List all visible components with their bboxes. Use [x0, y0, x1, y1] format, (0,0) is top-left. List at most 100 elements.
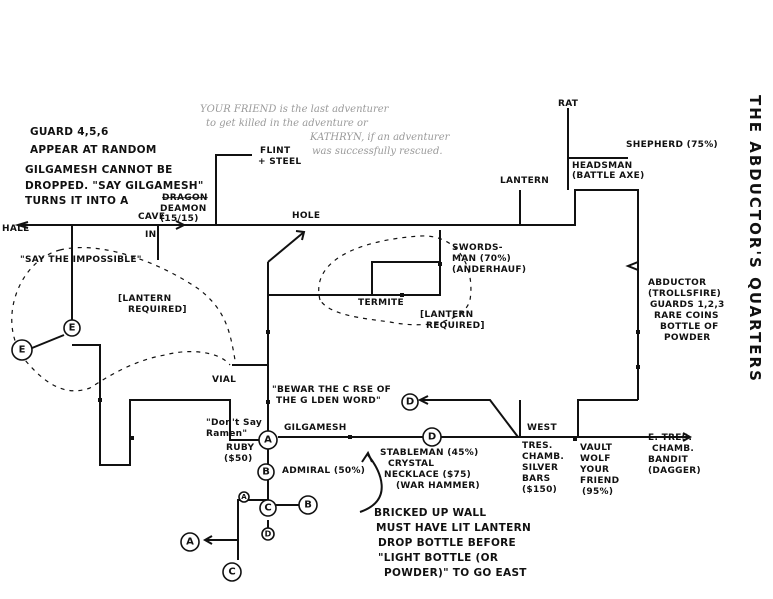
label-swordsman: SWORDS-: [452, 243, 503, 253]
label-swordsman: (ANDERHAUF): [452, 265, 526, 275]
label-cave: IN: [145, 230, 156, 240]
pencil-note-line: YOUR FRIEND is the last adventurer: [200, 104, 390, 115]
bricked-wall-line: POWDER)" TO GO EAST: [384, 567, 527, 579]
guards-note: GUARD 4,5,6 APPEAR AT RANDOM: [30, 126, 157, 156]
label-ruby: RUBY: [226, 443, 255, 453]
label-vial: VIAL: [212, 375, 236, 385]
node-c-low[interactable]: C: [222, 562, 242, 582]
node-a-left[interactable]: A: [180, 532, 200, 552]
bricked-wall-line: "LIGHT BOTTLE (OR: [378, 552, 498, 564]
label-vault: VAULT: [580, 443, 613, 453]
label-beware: THE G LDEN WORD": [276, 396, 381, 406]
label-headsman: (BATTLE AXE): [572, 171, 645, 181]
label-e-tres-chamb: E. TRES.: [648, 433, 692, 443]
label-abductor: ABDUCTOR: [648, 278, 706, 288]
label-headsman: HEADSMAN: [572, 161, 632, 171]
label-lantern-required: [LANTERN: [118, 294, 172, 304]
label-e-tres-chamb: CHAMB.: [652, 444, 694, 454]
guards-note-line: APPEAR AT RANDOM: [30, 144, 157, 156]
pencil-note-line: KATHRYN, if an adventurer: [309, 132, 451, 143]
node-d-low[interactable]: D: [261, 527, 275, 541]
label-dont-say: "Don't Say: [206, 418, 262, 428]
dashed-boundaries: [11, 235, 472, 392]
label-stableman: STABLEMAN (45%): [380, 448, 479, 458]
label-stableman: (WAR HAMMER): [396, 481, 480, 491]
label-abductor: BOTTLE OF: [660, 322, 719, 332]
label-dont-say: Ramen": [206, 429, 247, 439]
node-b-main[interactable]: B: [257, 463, 275, 481]
label-vault: FRIEND: [580, 476, 619, 486]
label-shepherd: SHEPHERD (75%): [626, 140, 718, 150]
label-abductor: (TROLLSFIRE): [648, 289, 721, 299]
gilgamesh-note-line: DROPPED. "SAY GILGAMESH": [25, 180, 204, 192]
node-b-right[interactable]: B: [298, 495, 318, 515]
bricked-wall-line: BRICKED UP WALL: [374, 507, 486, 519]
guards-note-line: GUARD 4,5,6: [30, 126, 109, 138]
pencil-note-line: to get killed in the adventure or: [206, 118, 369, 129]
label-lantern: LANTERN: [500, 176, 549, 186]
struck-word: DRAGON: [162, 193, 208, 203]
gilgamesh-note-line: DEAMON: [160, 204, 207, 214]
node-letter: C: [264, 503, 271, 514]
node-a-main[interactable]: A: [258, 430, 278, 450]
label-tres-chamb-west: TRES.: [522, 441, 553, 451]
label-tres-chamb-west: BARS: [522, 474, 550, 484]
gilgamesh-note-line: (15/15): [160, 214, 199, 224]
node-e-left[interactable]: E: [11, 339, 33, 361]
label-hole: HOLE: [292, 211, 320, 221]
label-swordsman: MAN (70%): [452, 254, 511, 264]
label-abductor: POWDER: [664, 333, 711, 343]
node-letter: D: [406, 397, 414, 408]
label-flint: + STEEL: [258, 157, 301, 167]
map-title: THE ABDUCTOR'S QUARTERS: [746, 95, 764, 383]
node-letter: A: [241, 493, 247, 501]
label-e-tres-chamb: (DAGGER): [648, 466, 701, 476]
passages: [14, 108, 693, 560]
label-west: WEST: [527, 423, 557, 433]
node-e-mid[interactable]: E: [63, 319, 81, 337]
bricked-wall-line: DROP BOTTLE BEFORE: [378, 537, 516, 549]
label-impossible: "SAY THE IMPOSSIBLE": [20, 255, 142, 265]
node-letter: A: [264, 435, 272, 446]
label-vault: (95%): [582, 487, 613, 497]
label-vault: WOLF: [580, 454, 611, 464]
label-vault: YOUR: [579, 465, 609, 475]
pencil-note-line: was successfully rescued.: [312, 146, 443, 157]
node-letter: D: [428, 432, 436, 443]
label-tres-chamb-west: CHAMB.: [522, 452, 564, 462]
node-letter: D: [265, 530, 272, 539]
pencil-note: YOUR FRIEND is the last adventurer to ge…: [200, 104, 451, 157]
gilgamesh-note-line: TURNS IT INTO A: [25, 195, 129, 207]
node-letter: B: [262, 467, 270, 478]
node-letter: E: [19, 345, 26, 356]
label-lantern-required: REQUIRED]: [426, 321, 485, 331]
tick-marks: [98, 262, 640, 441]
node-letter: B: [304, 500, 312, 511]
label-ruby: ($50): [224, 454, 253, 464]
label-hall: HALL: [2, 224, 29, 234]
gilgamesh-note-line: GILGAMESH CANNOT BE: [25, 164, 173, 176]
node-a-small[interactable]: A: [238, 491, 250, 503]
node-d-main[interactable]: D: [422, 427, 442, 447]
bricked-wall-note: BRICKED UP WALL MUST HAVE LIT LANTERN DR…: [359, 450, 531, 579]
label-termite: TERMITE: [358, 298, 404, 308]
label-abductor: RARE COINS: [654, 311, 719, 321]
label-rat: RAT: [558, 99, 579, 109]
bricked-wall-line: MUST HAVE LIT LANTERN: [376, 522, 531, 534]
node-letter: C: [228, 567, 235, 578]
node-d-top[interactable]: D: [401, 393, 419, 411]
label-gilgamesh: GILGAMESH: [284, 423, 347, 433]
label-stableman: CRYSTAL: [388, 459, 434, 469]
gilgamesh-note: GILGAMESH CANNOT BE DROPPED. "SAY GILGAM…: [25, 164, 208, 224]
label-abductor: GUARDS 1,2,3: [650, 300, 725, 310]
label-e-tres-chamb: BANDIT: [648, 455, 689, 465]
label-flint: FLINT: [260, 146, 291, 156]
node-letter: E: [69, 323, 76, 334]
label-cave: CAVE: [138, 212, 165, 222]
node-c-main[interactable]: C: [259, 499, 277, 517]
label-lantern-required: REQUIRED]: [128, 305, 187, 315]
label-lantern-required: [LANTERN: [420, 310, 474, 320]
label-beware: "BEWAR THE C RSE OF: [272, 385, 391, 395]
label-tres-chamb-west: ($150): [522, 485, 557, 495]
